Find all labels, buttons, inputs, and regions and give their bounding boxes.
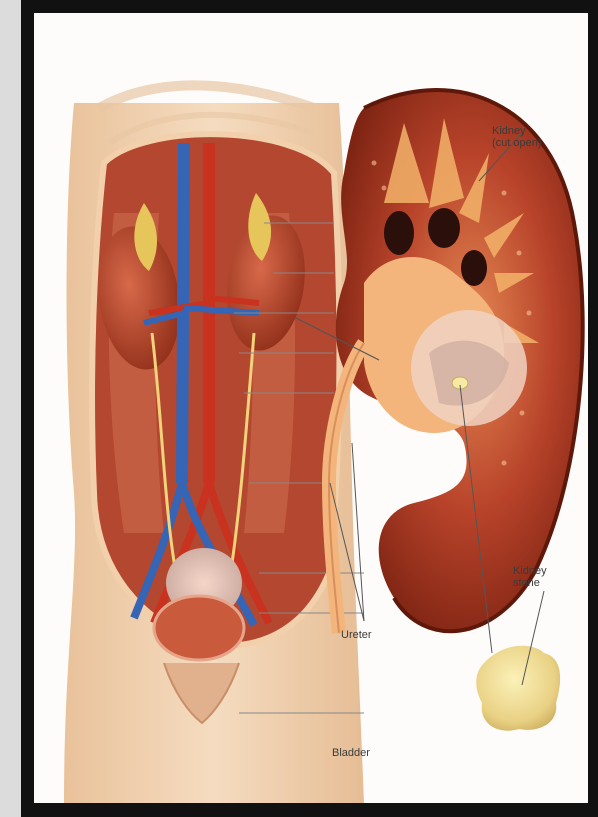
label-bladder: Bladder [332, 747, 370, 759]
label-kidney-stone: Kidney stone [513, 565, 547, 589]
illustration-panel: Kidney (cut open) Kidney stone Ureter Bl… [34, 13, 588, 803]
bladder [154, 596, 244, 660]
label-kidney-cut-open: Kidney (cut open) [492, 125, 542, 149]
kidney-stone [476, 646, 560, 731]
label-ureter: Ureter [341, 629, 372, 641]
